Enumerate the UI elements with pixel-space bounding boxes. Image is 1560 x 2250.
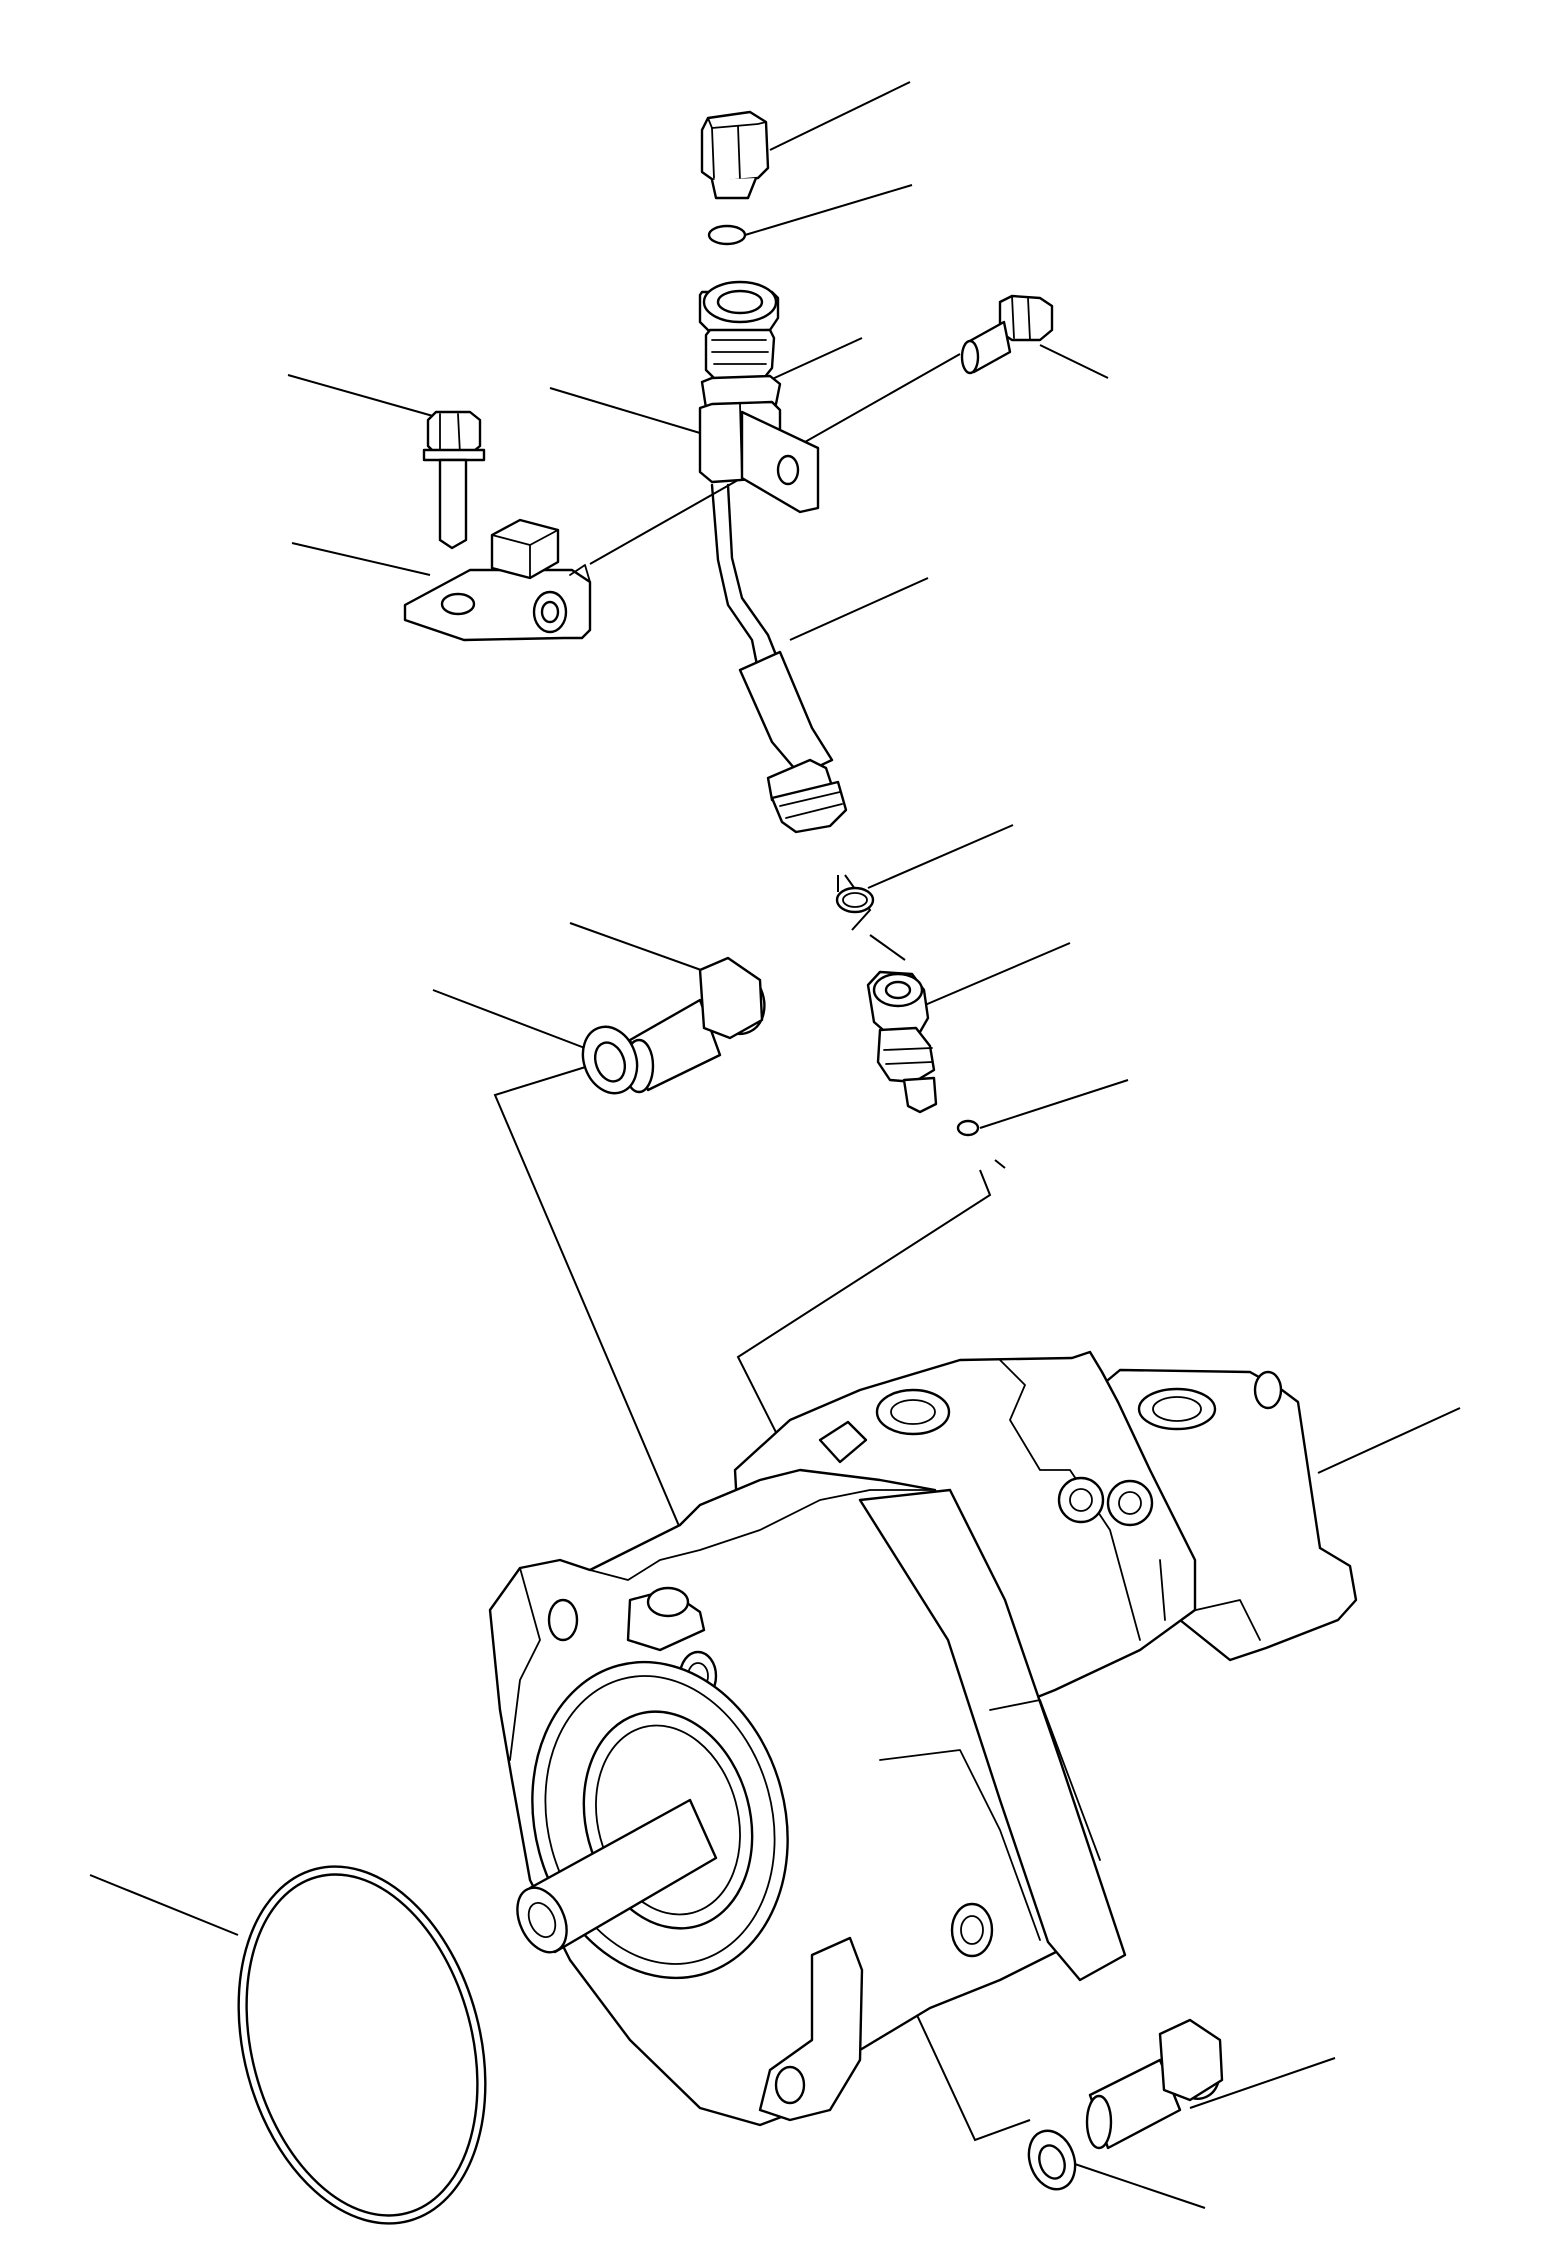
mounting-o-ring <box>237 1865 487 2225</box>
washer-lower <box>1027 2129 1077 2191</box>
hose-upper-fitting <box>698 280 782 410</box>
clamp-bolt <box>960 294 1054 375</box>
washer-upper <box>581 1025 639 1095</box>
fitting-o-ring <box>835 886 875 914</box>
mounting-bracket <box>403 518 592 642</box>
hydraulic-pump <box>488 1350 1358 2127</box>
plug <box>700 110 770 200</box>
cap-screw-lower <box>1085 2018 1224 2150</box>
hose-clamp <box>698 400 820 514</box>
hydraulic-hose <box>710 483 848 834</box>
leader-lines <box>89 81 1461 2209</box>
elbow-adapter <box>866 970 938 1114</box>
mounting-bolt <box>422 410 486 550</box>
plug-o-ring <box>707 224 747 246</box>
cap-screw-upper <box>623 956 766 1094</box>
adapter-o-ring <box>956 1119 980 1137</box>
